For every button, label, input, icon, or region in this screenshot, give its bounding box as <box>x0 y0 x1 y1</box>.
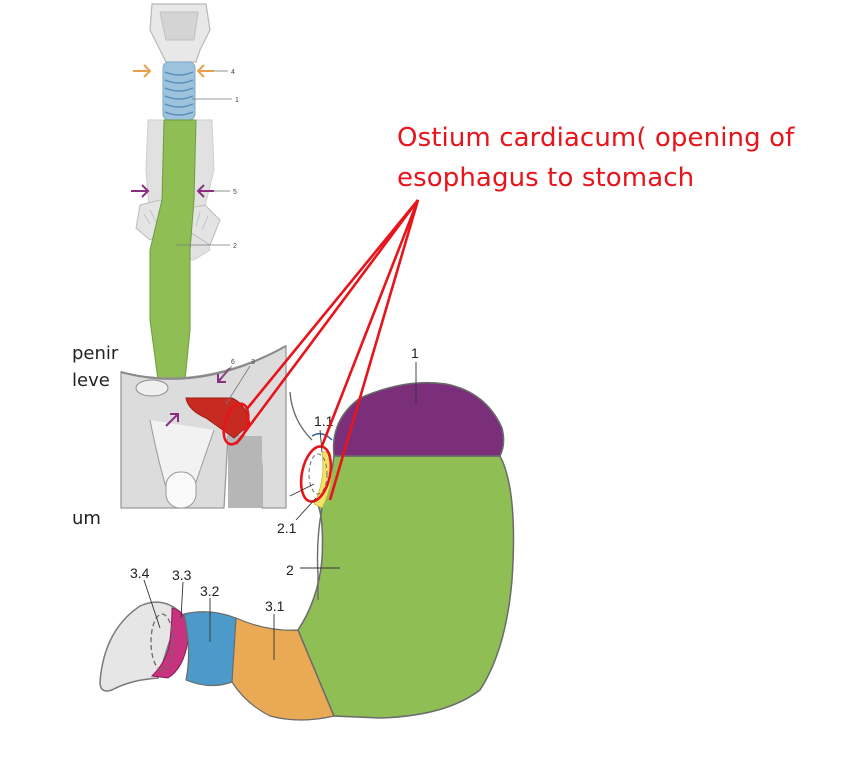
esophagus-label-1: 1 <box>235 97 239 104</box>
stomach-label-canal: 3.2 <box>200 583 220 599</box>
diaphragm-hole <box>135 379 169 397</box>
antrum <box>231 617 335 721</box>
stomach-label-cardia: 2.1 <box>277 520 297 536</box>
stomach-label-fundus: 1 <box>411 345 419 361</box>
cardiac-notch <box>311 433 333 441</box>
esophagus-label-5: 5 <box>233 189 237 196</box>
stomach-label-pyloric-opening: 3.4 <box>130 565 150 581</box>
stomach-label-body: 2 <box>286 562 294 578</box>
stomach-label-fundus-sub: 1.1 <box>314 413 334 429</box>
callout-line-1: Ostium cardiacum( opening of <box>397 123 795 153</box>
diaphragm-line <box>120 345 287 380</box>
ostium-dashed <box>308 453 328 495</box>
esophagus-label-6: 6 <box>231 359 235 366</box>
pyloric-canal <box>183 611 241 687</box>
stomach-body <box>297 455 515 719</box>
cartilage-rings <box>164 71 194 116</box>
esophagus-panel: 4 1 5 2 6 3 <box>120 3 287 509</box>
right-shadow <box>228 436 262 508</box>
annotation-lines <box>234 199 420 501</box>
fragment-text-1: penir <box>72 343 119 364</box>
cardia-highlight-circle <box>222 402 250 446</box>
larynx-inner <box>159 11 199 41</box>
ostium-callout: Ostium cardiacum( opening of esophagus t… <box>397 118 837 198</box>
esophagus-leaders <box>176 70 251 405</box>
arrows-level-4 <box>133 64 214 78</box>
stomach-label-pylorus: 3.3 <box>172 567 192 583</box>
pyloric-opening <box>150 613 174 671</box>
esophagus-entry-outline <box>289 391 313 441</box>
vertebra <box>165 471 197 509</box>
lesser-curve <box>316 507 323 600</box>
stomach-leaders <box>143 362 417 660</box>
esophagus-label-4: 4 <box>231 69 235 76</box>
esophagus-label-2: 2 <box>233 243 237 250</box>
callout-line-2: esophagus to stomach <box>397 163 695 193</box>
fragment-text-2: leve <box>72 370 110 391</box>
arrows-level-5 <box>131 184 214 198</box>
esophagus-label-3: 3 <box>251 359 255 366</box>
fragment-text-3: um <box>72 508 101 529</box>
stomach-label-antrum: 3.1 <box>265 598 285 614</box>
stomach-panel: 1 1.1 2.1 2 3.4 3.3 3.2 3.1 <box>99 345 515 721</box>
bronchi-rings <box>143 209 209 231</box>
fundus <box>332 381 505 457</box>
